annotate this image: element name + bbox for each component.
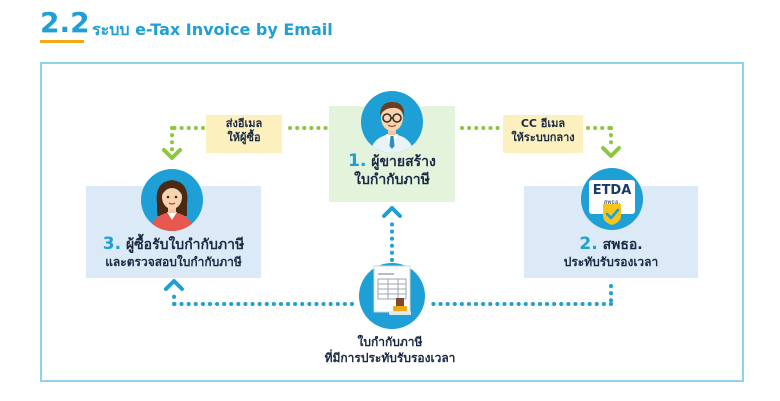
send-email-note-line1: ส่งอีเมล [225, 117, 263, 130]
buyer-label-text: ผู้ซื้อรับใบกำกับภาษี [125, 237, 245, 253]
buyer-label-line1: 3. ผู้ซื้อรับใบกำกับภาษี [86, 234, 261, 255]
section-title: ระบบ e-Tax Invoice by Email [92, 20, 333, 39]
seller-label-text: ผู้ขายสร้าง [371, 154, 436, 170]
timestamped-invoice-line2: ที่มีการประทับรับรองเวลา [324, 351, 456, 366]
timestamped-invoice-line1: ใบกำกับภาษี [357, 335, 423, 349]
seller-step-number: 1. [348, 151, 367, 171]
seller-label-line1: 1. ผู้ขายสร้าง [329, 151, 455, 172]
arrow-down-to-buyer [162, 148, 182, 160]
timestamped-invoice-icon [359, 263, 425, 329]
cc-email-note: CC อีเมล ให้ระบบกลาง [503, 115, 583, 153]
etda-step-number: 2. [579, 234, 598, 254]
etda-label-line1: 2. สพธอ. [524, 234, 698, 255]
buyer-step-number: 3. [102, 234, 122, 254]
buyer-avatar-icon [141, 169, 203, 231]
arrow-up-to-seller [382, 206, 402, 218]
seller-avatar-icon [361, 91, 423, 153]
cc-email-note-line2: ให้ระบบกลาง [511, 131, 575, 145]
etda-logo-card: ETDA สพธอ. [589, 180, 635, 214]
section-number-underline [40, 40, 84, 43]
buyer-label: 3. ผู้ซื้อรับใบกำกับภาษี และตรวจสอบใบกำก… [86, 234, 261, 270]
diagram-frame [40, 62, 744, 382]
etda-label-text: สพธอ. [602, 237, 643, 253]
send-email-note: ส่งอีเมล ให้ผู้ซื้อ [206, 115, 282, 153]
timestamped-invoice-label: ใบกำกับภาษี ที่มีการประทับรับรองเวลา [290, 334, 490, 366]
etda-logo-text: ETDA [592, 183, 632, 198]
section-number: 2.2 [40, 6, 90, 39]
etda-logo-subtext: สพธอ. [603, 199, 621, 206]
etda-label: 2. สพธอ. ประทับรับรองเวลา [524, 234, 698, 270]
send-email-note-line2: ให้ผู้ซื้อ [227, 131, 261, 145]
cc-email-note-line1: CC อีเมล [520, 117, 566, 130]
arrow-up-to-buyer [164, 279, 184, 291]
seller-label-line2: ใบกำกับภาษี [354, 172, 430, 189]
buyer-label-line2: และตรวจสอบใบกำกับภาษี [105, 255, 242, 270]
arrow-down-to-etda [601, 146, 621, 158]
verified-check-icon [603, 204, 621, 225]
seller-label: 1. ผู้ขายสร้าง ใบกำกับภาษี [329, 151, 455, 190]
etda-label-line2: ประทับรับรองเวลา [563, 255, 659, 270]
